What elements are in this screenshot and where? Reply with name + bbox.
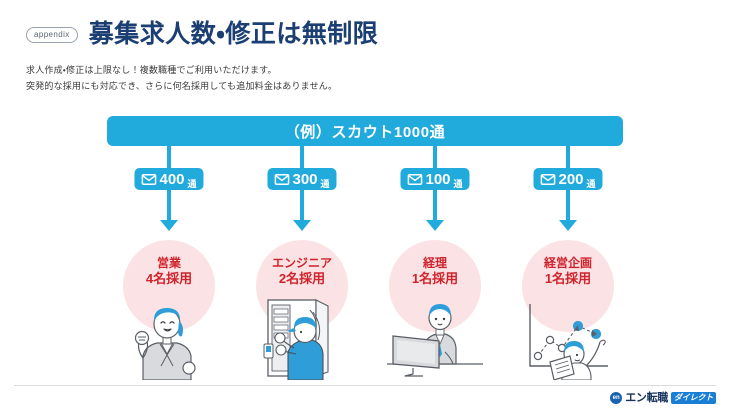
envelope-icon	[141, 173, 157, 185]
column-accounting: 100 通	[360, 146, 510, 386]
mail-count-unit: 通	[453, 179, 463, 189]
column-sales: 400 通	[94, 146, 244, 386]
connector-arrow-icon	[426, 220, 444, 231]
connector-arrow-icon	[559, 220, 577, 231]
envelope-icon	[540, 173, 556, 185]
mail-count-unit: 通	[586, 179, 596, 189]
mail-count-value: 400	[159, 170, 185, 188]
scout-total-banner: （例）スカウト1000通	[107, 116, 623, 146]
en-logo-mark-icon: en	[610, 392, 623, 404]
businesswoman-cheering-illustration	[117, 294, 221, 380]
mail-count-unit: 通	[187, 179, 197, 189]
brand-product-tag: ダイレクト	[671, 392, 716, 404]
planner-with-growth-chart-illustration	[516, 294, 620, 380]
subtitle-block: 求人作成・修正は上限なし！複数職種でご利用いただけます。 突発的な採用にも対応で…	[26, 62, 337, 94]
engineer-server-rack-illustration	[250, 294, 354, 380]
page-title: 募集求人数・修正は無制限	[88, 20, 379, 48]
mail-count-badge: 100 通	[400, 168, 470, 190]
role-circle	[522, 240, 614, 332]
accountant-at-monitor-illustration	[383, 294, 487, 380]
mail-count-value: 200	[558, 170, 584, 188]
footer-divider	[14, 385, 716, 386]
connector-arrow-icon	[160, 220, 178, 231]
envelope-icon	[274, 173, 290, 185]
appendix-badge: appendix	[26, 26, 78, 43]
column-engineer: 300 通	[227, 146, 377, 386]
brand-name: エン転職	[625, 391, 668, 404]
subtitle-line-1: 求人作成・修正は上限なし！複数職種でご利用いただけます。	[26, 65, 277, 75]
connector-arrow-icon	[293, 220, 311, 231]
mail-count-value: 300	[292, 170, 318, 188]
mail-count-badge: 400 通	[134, 168, 204, 190]
mail-count-unit: 通	[320, 179, 330, 189]
slide-header: appendix 募集求人数・修正は無制限	[26, 22, 378, 47]
column-corporate-planning: 200 通	[493, 146, 643, 386]
mail-count-value: 100	[425, 170, 451, 188]
subtitle-line-2: 突発的な採用にも対応でき、さらに何名採用しても追加料金はありません。	[26, 81, 338, 91]
mail-count-badge: 300 通	[267, 168, 337, 190]
brand-logo: en エン転職 ダイレクト	[610, 392, 716, 404]
envelope-icon	[407, 173, 423, 185]
mail-count-badge: 200 通	[533, 168, 603, 190]
